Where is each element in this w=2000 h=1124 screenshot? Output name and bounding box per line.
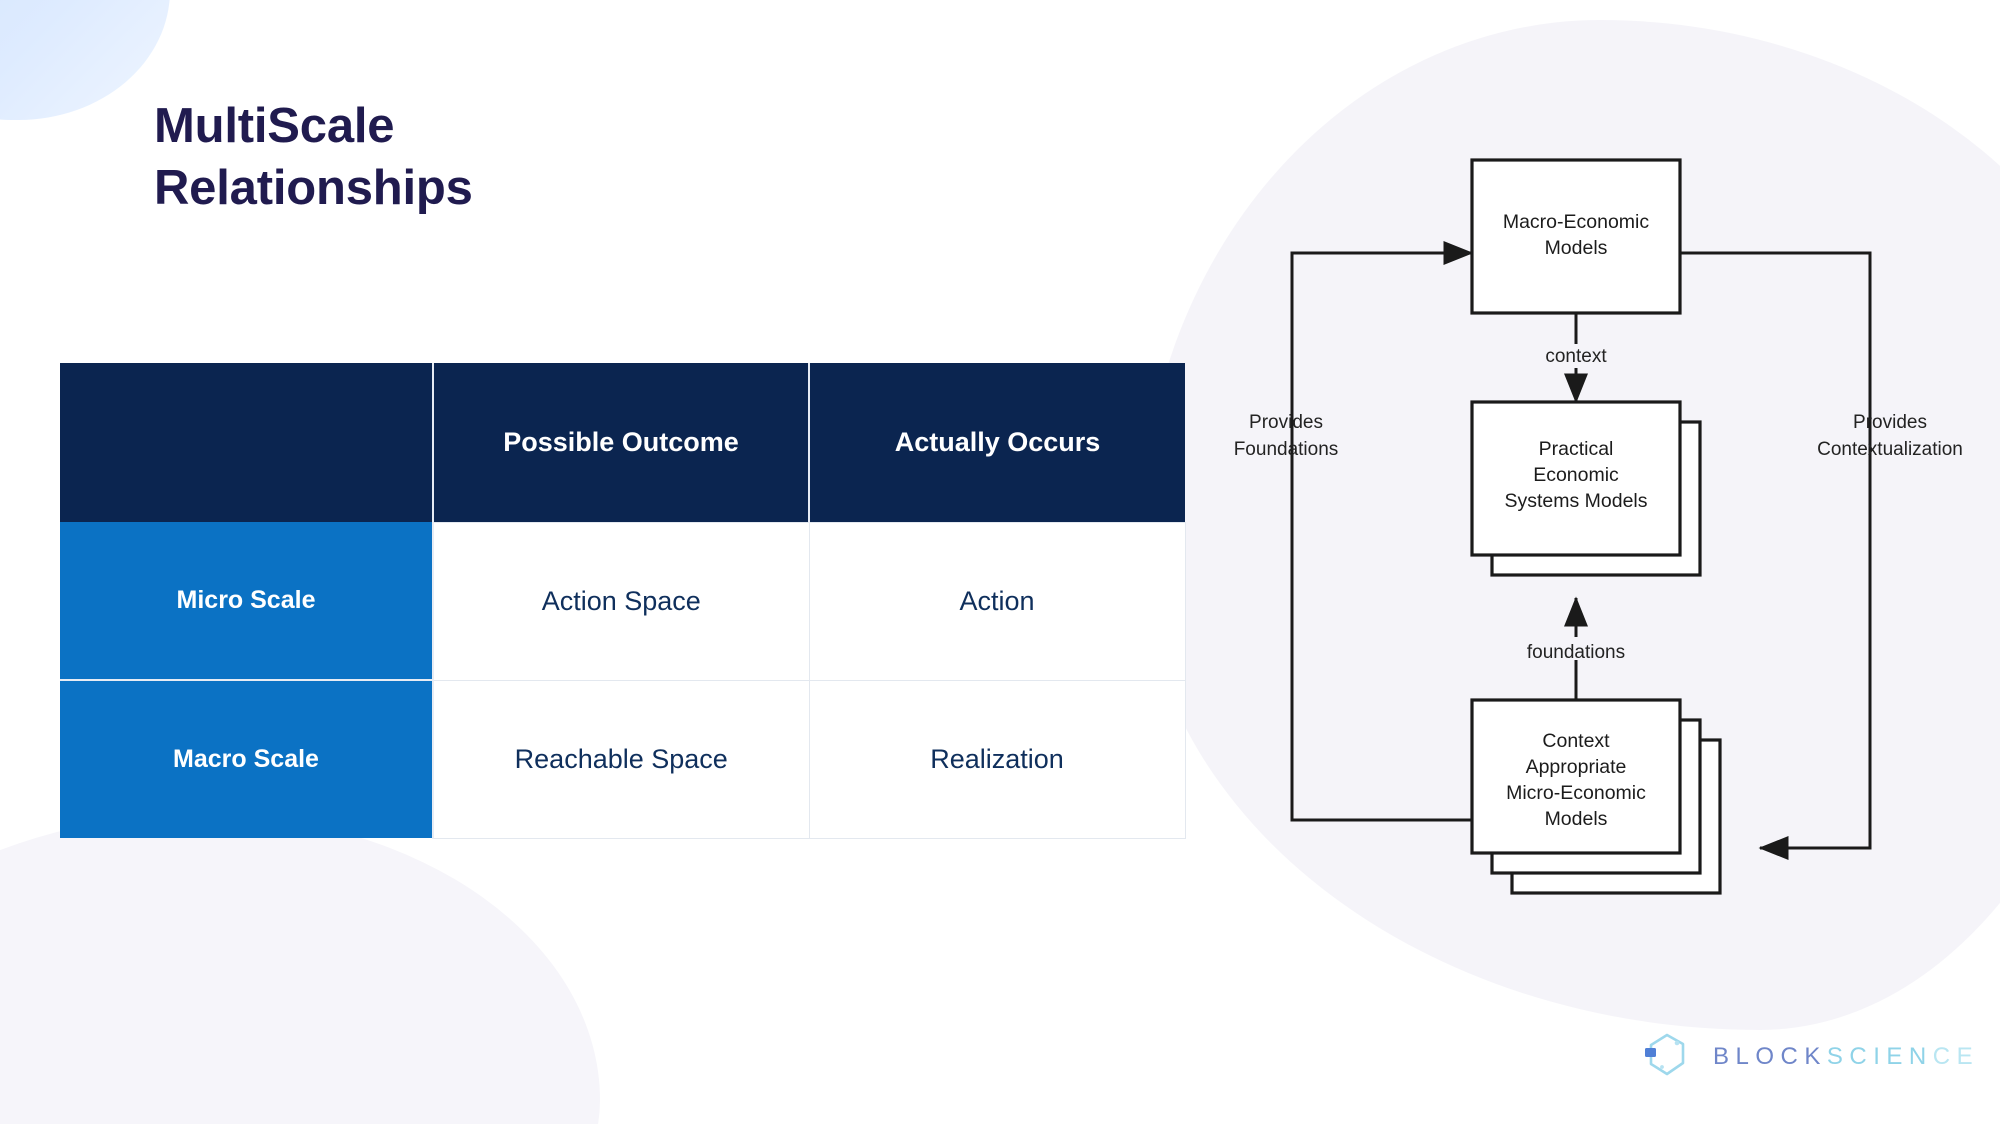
edge-label-context: context [1545,346,1607,367]
cell-micro-actually-occurs: Action [809,521,1186,681]
logo-text-ce: CE [1932,1043,1980,1070]
svg-text:Economic: Economic [1533,464,1619,486]
background-blob-bottom-left [0,814,600,1124]
cell-macro-actually-occurs: Realization [809,679,1186,839]
multiscale-flow-diagram: Provides Foundations Provides Contextual… [1230,150,1990,950]
logo-text-block: BLOCK [1713,1043,1827,1070]
background-blob-top-left [0,0,170,120]
table-header-row: Possible Outcome Actually Occurs [60,363,1185,522]
svg-text:Systems Models: Systems Models [1504,490,1647,512]
edge-label-provides-contextualization-line1: Provides [1853,412,1927,433]
header-cell-blank [60,363,434,522]
multiscale-table: Possible Outcome Actually Occurs Micro S… [60,363,1186,839]
edge-label-foundations: foundations [1527,642,1625,663]
table-row: Micro Scale Action Space Action [60,521,1186,681]
edge-provides-foundations [1290,241,1485,822]
row-label-macro-scale: Macro Scale [60,680,434,838]
edge-label-provides-foundations-line1: Provides [1249,412,1323,433]
node-practical-economic-systems-models: Practical Economic Systems Models [1470,400,1702,577]
node-macro-economic-models: Macro-Economic Models [1470,158,1682,315]
page-title: MultiScale Relationships [154,99,473,215]
svg-text:Appropriate: Appropriate [1526,756,1627,778]
header-cell-possible-outcome: Possible Outcome [433,363,810,522]
edge-provides-contextualization [1680,251,1872,860]
blockscience-hexagon-icon [1640,1030,1694,1084]
node-context-appropriate-micro-economic-models: Context Appropriate Micro-Economic Model… [1470,698,1722,895]
row-label-micro-scale: Micro Scale [60,522,434,681]
svg-text:Micro-Economic: Micro-Economic [1506,782,1646,804]
svg-text:Context: Context [1542,730,1610,752]
table-row: Macro Scale Reachable Space Realization [60,679,1186,839]
header-cell-actually-occurs: Actually Occurs [809,363,1185,522]
edge-label-provides-foundations-line2: Foundations [1234,439,1339,460]
svg-text:Models: Models [1545,808,1608,830]
svg-text:Macro-Economic: Macro-Economic [1503,211,1650,233]
svg-text:Practical: Practical [1539,438,1614,460]
edge-label-provides-contextualization-line2: Contextualization [1817,439,1963,460]
cell-micro-possible-outcome: Action Space [433,521,810,681]
svg-text:Models: Models [1545,237,1608,259]
cell-macro-possible-outcome: Reachable Space [433,679,810,839]
logo-text-scien: SCIEN [1826,1043,1933,1070]
